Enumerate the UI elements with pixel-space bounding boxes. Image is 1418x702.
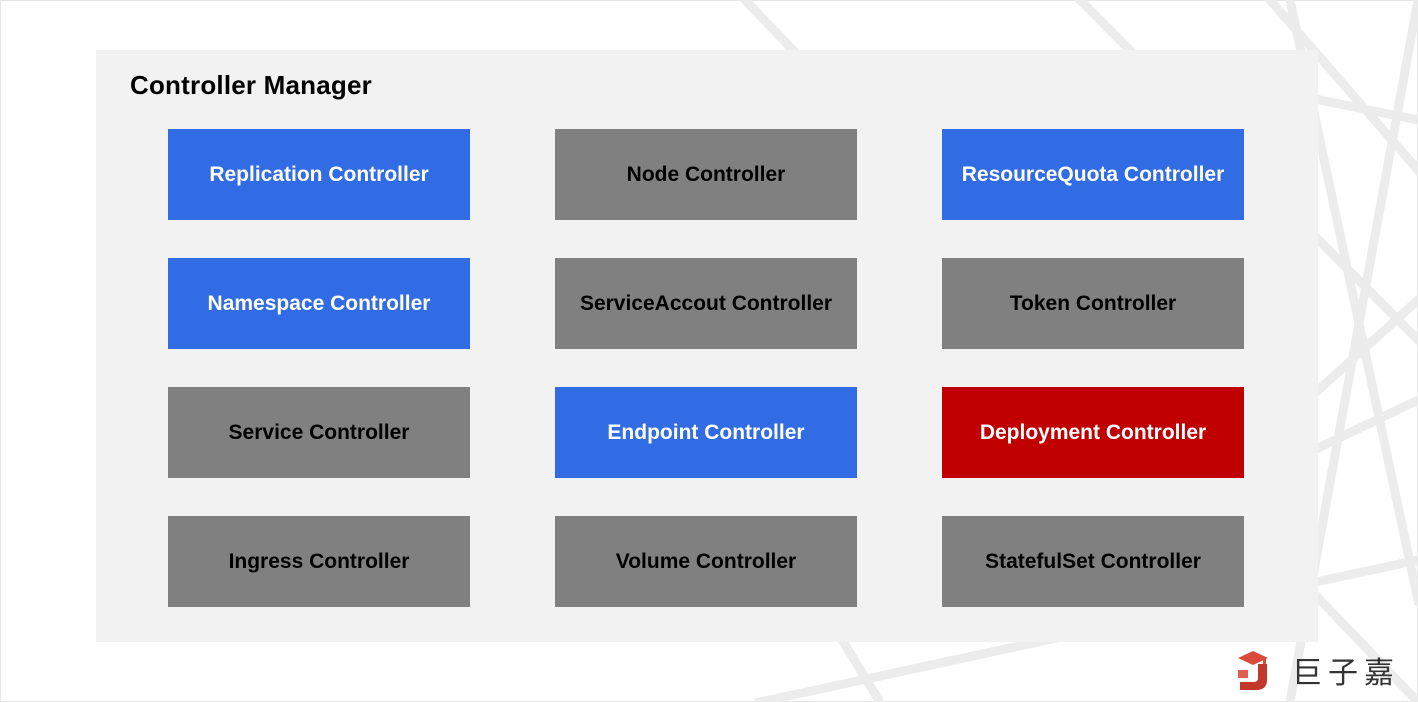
deployment-controller-box: Deployment Controller — [942, 387, 1244, 478]
volume-controller-box: Volume Controller — [555, 516, 857, 607]
panel-title: Controller Manager — [130, 70, 372, 100]
endpoint-controller-box: Endpoint Controller — [555, 387, 857, 478]
namespace-controller-box: Namespace Controller — [168, 258, 470, 349]
controller-manager-panel: Controller Manager Replication Controlle… — [96, 50, 1318, 642]
service-controller-box: Service Controller — [168, 387, 470, 478]
graduation-cap-j-logo-icon — [1238, 651, 1268, 690]
brand-logo: 巨子嘉 — [1234, 648, 1400, 692]
brand-name: 巨子嘉 — [1292, 656, 1400, 691]
serviceaccount-controller-box: ServiceAccout Controller — [555, 258, 857, 349]
ingress-controller-box: Ingress Controller — [168, 516, 470, 607]
statefulset-controller-box: StatefulSet Controller — [942, 516, 1244, 607]
node-controller-box: Node Controller — [555, 129, 857, 220]
resourcequota-controller-box: ResourceQuota Controller — [942, 129, 1244, 220]
replication-controller-box: Replication Controller — [168, 129, 470, 220]
token-controller-box: Token Controller — [942, 258, 1244, 349]
